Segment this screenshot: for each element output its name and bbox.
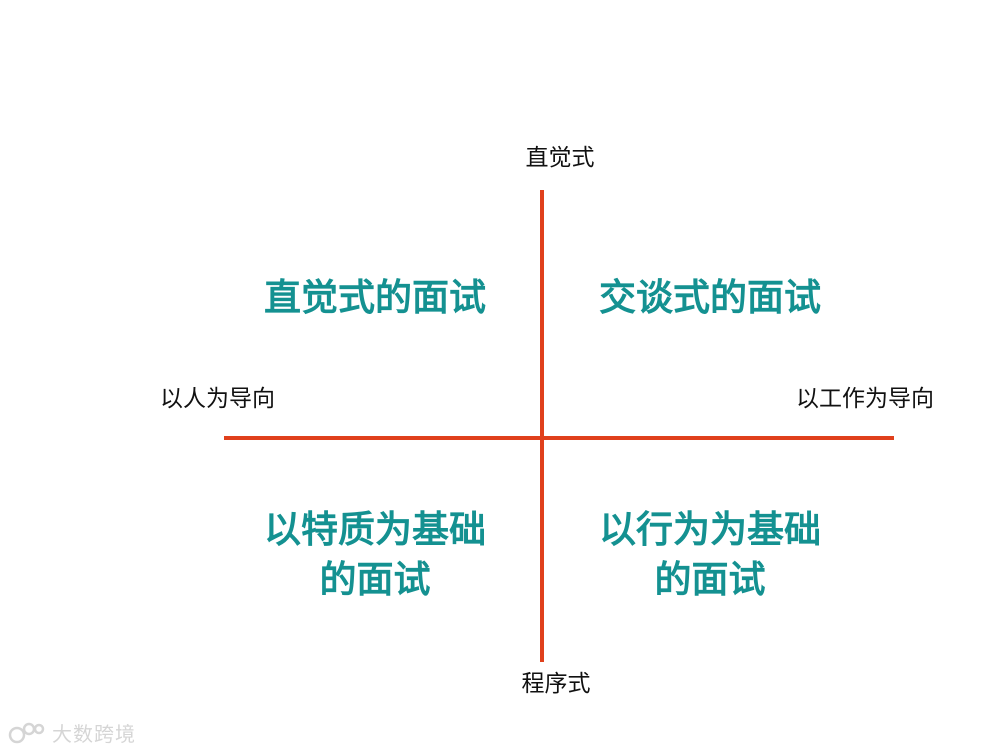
axis-label-left: 以人为导向 [160,386,275,412]
vertical-axis [540,190,544,662]
quadrant-top-left: 直觉式的面试 [225,273,525,323]
quadrant-top-left-line-1: 直觉式的面试 [264,276,486,319]
logo-icon [8,722,45,743]
quadrant-top-right-line-1: 交谈式的面试 [599,276,821,319]
quadrant-bottom-right-line-1: 以行为为基础 [599,508,821,551]
horizontal-axis [224,436,894,440]
quadrant-bottom-left-line-2: 的面试 [319,558,431,601]
watermark: 大数跨境 [8,718,136,747]
quadrant-bottom-left: 以特质为基础 的面试 [225,505,525,605]
axis-label-top: 直觉式 [525,145,595,171]
quadrant-top-right: 交谈式的面试 [560,273,860,323]
quadrant-bottom-left-line-1: 以特质为基础 [264,508,486,551]
axis-label-right: 以工作为导向 [796,386,934,412]
watermark-text: 大数跨境 [52,722,136,746]
axis-label-bottom: 程序式 [521,671,591,697]
quadrant-bottom-right-line-2: 的面试 [654,558,766,601]
quadrant-bottom-right: 以行为为基础 的面试 [560,505,860,605]
